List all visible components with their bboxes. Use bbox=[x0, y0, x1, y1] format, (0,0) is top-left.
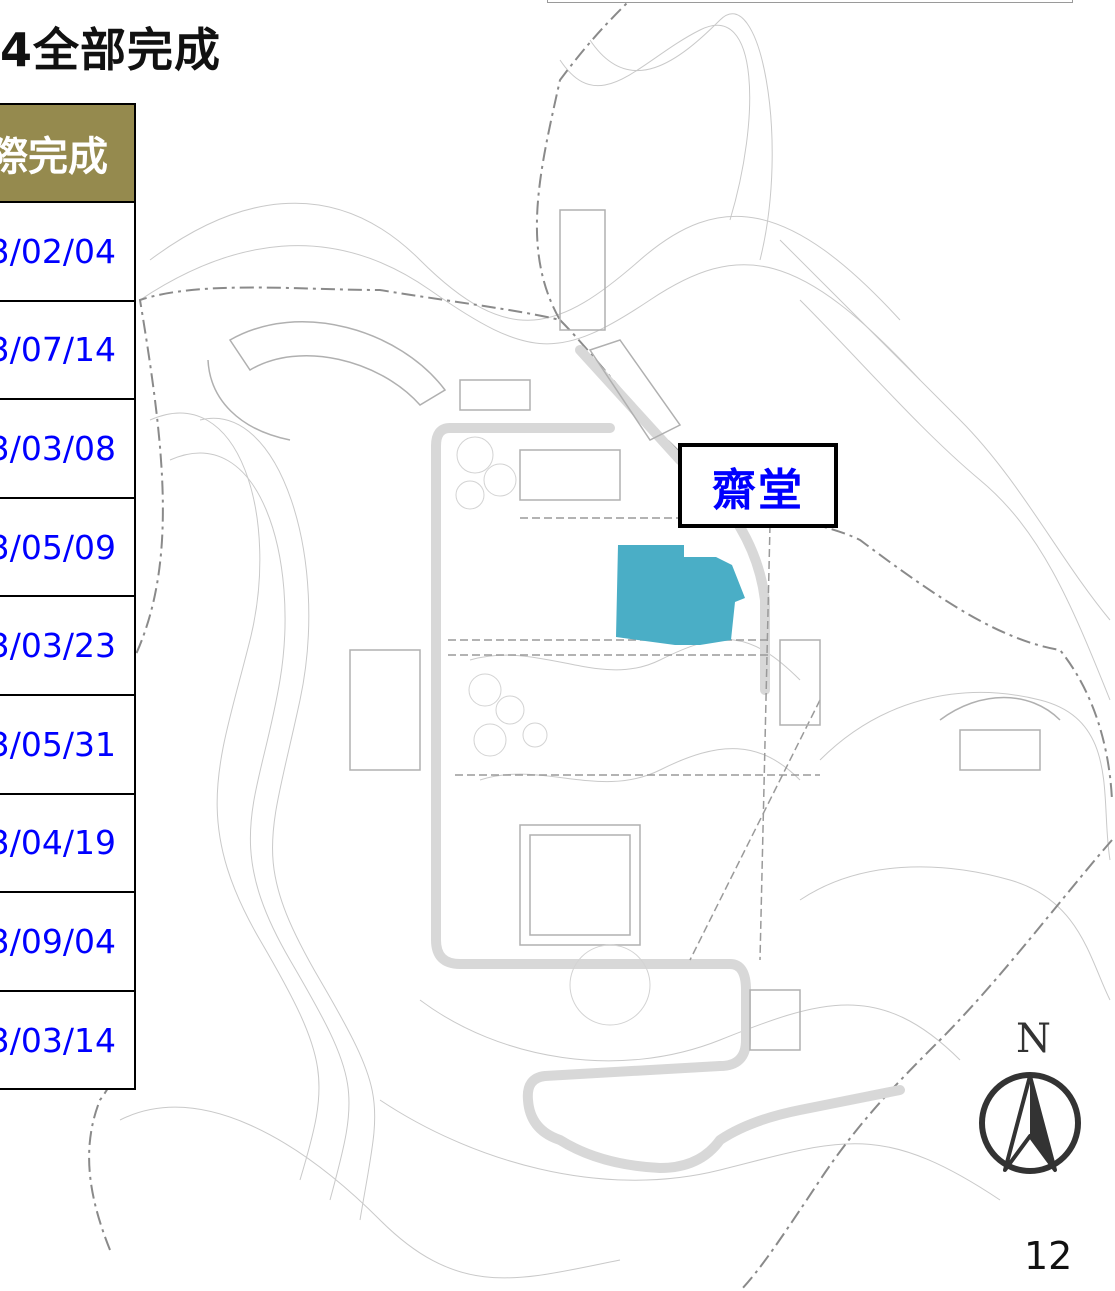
page-heading: 4全部完成 bbox=[0, 23, 222, 77]
dining-hall-highlight bbox=[616, 545, 745, 645]
roads-thin bbox=[448, 517, 821, 961]
table-row: 3/03/14 bbox=[0, 1020, 116, 1060]
table-row: 3/05/31 bbox=[0, 696, 134, 795]
table-header: 際完成 bbox=[0, 105, 134, 203]
table-row: 3/03/23 bbox=[0, 597, 134, 696]
completion-table: 際完成 3/02/04 3/07/14 3/03/08 3/05/09 3/03… bbox=[0, 103, 136, 1091]
buildings bbox=[207, 209, 1061, 1051]
contour-lines bbox=[119, 13, 1111, 1279]
table-row: 3/03/08 bbox=[0, 400, 134, 499]
boundary-line bbox=[88, 0, 1113, 1291]
north-arrow-icon bbox=[979, 1072, 1081, 1174]
table-row: 3/04/19 bbox=[0, 795, 134, 894]
top-frame-edge bbox=[547, 0, 1073, 3]
hatch-areas bbox=[455, 436, 651, 1026]
table-row: 3/02/04 bbox=[0, 203, 134, 302]
page-number: 12 bbox=[1024, 1234, 1073, 1278]
dining-hall-callout: 齋堂 bbox=[678, 443, 838, 528]
table-row: 3/05/09 bbox=[0, 499, 134, 598]
table-row: 3/07/14 bbox=[0, 302, 134, 401]
table-row: 3/09/04 bbox=[0, 893, 134, 992]
north-label: N bbox=[1016, 1016, 1051, 1062]
